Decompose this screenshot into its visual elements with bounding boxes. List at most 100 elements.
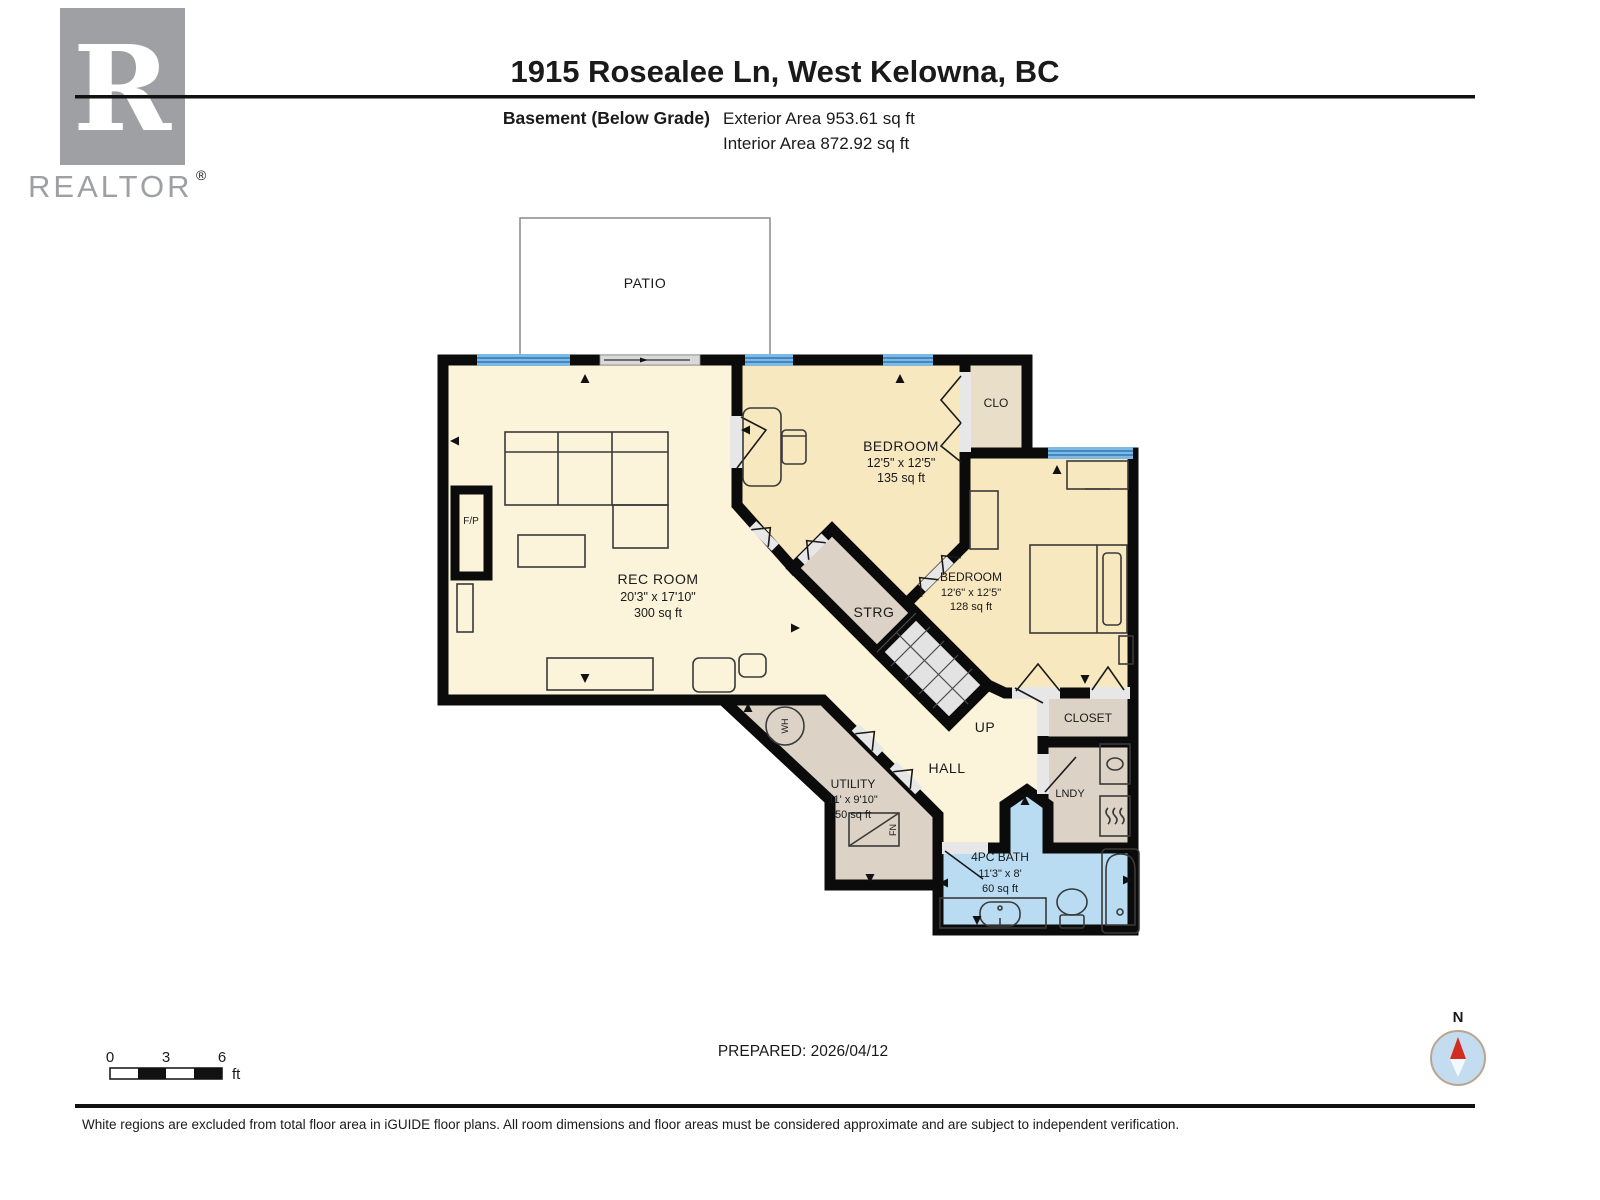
door-leaf-icon (736, 416, 768, 469)
window-icon (1048, 447, 1133, 459)
door-opening (959, 372, 971, 452)
tv-stand-icon (546, 657, 654, 691)
sliding-door-icon (599, 354, 701, 366)
direction-arrow-icon (865, 874, 875, 883)
door-leaf-icon (1014, 687, 1044, 704)
bifold-door-icon (939, 375, 962, 424)
toilet-icon (1056, 888, 1088, 929)
door-leaf-icon (893, 768, 914, 789)
realtor-logo-r-icon: R (73, 19, 172, 158)
door-opening (797, 533, 829, 565)
compass-north-label: N (1453, 1009, 1464, 1026)
rec-room-area: 300 sq ft (634, 606, 682, 620)
fireplace-niche (450, 485, 493, 581)
direction-arrow-icon (1080, 675, 1090, 684)
water-heater-label: WH (780, 719, 790, 734)
windows (477, 354, 1133, 459)
floor-label: Basement (Below Grade) (503, 108, 710, 128)
bath-area: 60 sq ft (982, 883, 1018, 895)
door-leaf-icon (751, 526, 772, 547)
desk-icon (742, 407, 782, 487)
chair-icon (781, 429, 807, 465)
door-leaf-icon (940, 554, 961, 575)
dryer-icon (1099, 795, 1131, 837)
bed-icon (1029, 544, 1128, 634)
direction-arrow-icon (1020, 796, 1030, 805)
direction-arrow-icon (895, 374, 905, 383)
nightstand-icon (1118, 635, 1134, 665)
door-opening (1012, 687, 1060, 699)
direction-arrow-icon (743, 703, 753, 712)
door-leaf-icon (944, 850, 984, 880)
door-leaves (736, 375, 1125, 880)
compass-needle-north-icon (1450, 1037, 1466, 1059)
sofa-icon (504, 431, 669, 549)
stair-treads-icon (876, 612, 973, 709)
scale-tick-0: 0 (106, 1049, 114, 1066)
door-opening (889, 761, 923, 795)
direction-arrow-icon (1052, 465, 1062, 474)
door-leaf-icon (1015, 662, 1061, 692)
direction-arrow-icon (580, 374, 590, 383)
bath-label: 4PC BATH (971, 850, 1029, 864)
exterior-area-label: Exterior Area 953.61 sq ft (723, 109, 915, 128)
interior-area-label: Interior Area 872.92 sq ft (723, 134, 909, 153)
stairs-up-label: UP (975, 719, 995, 735)
utility-area: 50 sq ft (835, 809, 871, 821)
window-icon (883, 354, 933, 366)
door-opening (1037, 754, 1049, 794)
utility-dims: 11' x 9'10" (828, 794, 878, 806)
bathtub-icon (1101, 848, 1140, 934)
realtor-logo-word: REALTOR (28, 169, 193, 204)
door-leaf-icon (805, 539, 826, 560)
bedroom2-dims: 12'6" x 12'5" (941, 587, 1001, 599)
door-opening (1037, 698, 1049, 736)
bifold-door-icon (1091, 665, 1125, 691)
compass: N (1430, 1009, 1486, 1086)
direction-arrow-icon (972, 916, 982, 925)
registered-mark: ® (196, 167, 207, 183)
coffee-table-icon (517, 534, 586, 568)
patio-area (519, 217, 771, 361)
dresser-icon (1066, 460, 1129, 490)
door-leaf-icon (855, 730, 876, 751)
door-opening (730, 416, 743, 468)
door-leaf-icon (1044, 756, 1077, 793)
scale-unit-label: ft (232, 1066, 241, 1083)
header-divider (75, 95, 1475, 99)
water-heater-icon: WH (765, 706, 805, 746)
bedroom2-label: BEDROOM (940, 570, 1002, 584)
furnace-label: FN (888, 824, 898, 836)
floor-plan: WH FN (437, 217, 1140, 936)
direction-arrow-icon (450, 436, 459, 446)
vanity-sink-icon (939, 897, 1047, 929)
scale-tick-3: 3 (162, 1049, 170, 1066)
camera-direction-arrows (450, 374, 1132, 925)
direction-arrow-icon (1123, 875, 1132, 885)
compass-needle-south-icon (1450, 1059, 1466, 1077)
scale-bar-segment (194, 1068, 222, 1079)
cabinet-icon (456, 583, 474, 633)
prepared-date: PREPARED: 2026/04/12 (718, 1043, 888, 1060)
furnace-icon: FN (848, 812, 900, 847)
side-table-icon (738, 653, 767, 678)
direction-arrow-icon (580, 674, 590, 683)
door-opening (918, 556, 954, 592)
header: R REALTOR ® 1915 Rosealee Ln, West Kelow… (28, 8, 1475, 204)
direction-arrow-icon (741, 425, 750, 435)
bedroom1-label: BEDROOM (863, 438, 939, 454)
disclaimer-text: White regions are excluded from total fl… (82, 1117, 1179, 1132)
rec-room-label: REC ROOM (618, 571, 699, 587)
direction-arrow-icon (939, 878, 948, 888)
side-table-icon (692, 657, 736, 693)
bedroom1-dims: 12'5" x 12'5" (867, 456, 936, 470)
realtor-logo-square (60, 8, 185, 165)
rec-room-dims: 20'3" x 17'10" (620, 590, 696, 604)
scale-tick-6: 6 (218, 1049, 226, 1066)
bedroom1-area: 135 sq ft (877, 471, 925, 485)
washer-icon (1099, 743, 1131, 785)
fireplace-label: F/P (463, 516, 479, 527)
page-title: 1915 Rosealee Ln, West Kelowna, BC (510, 54, 1059, 89)
